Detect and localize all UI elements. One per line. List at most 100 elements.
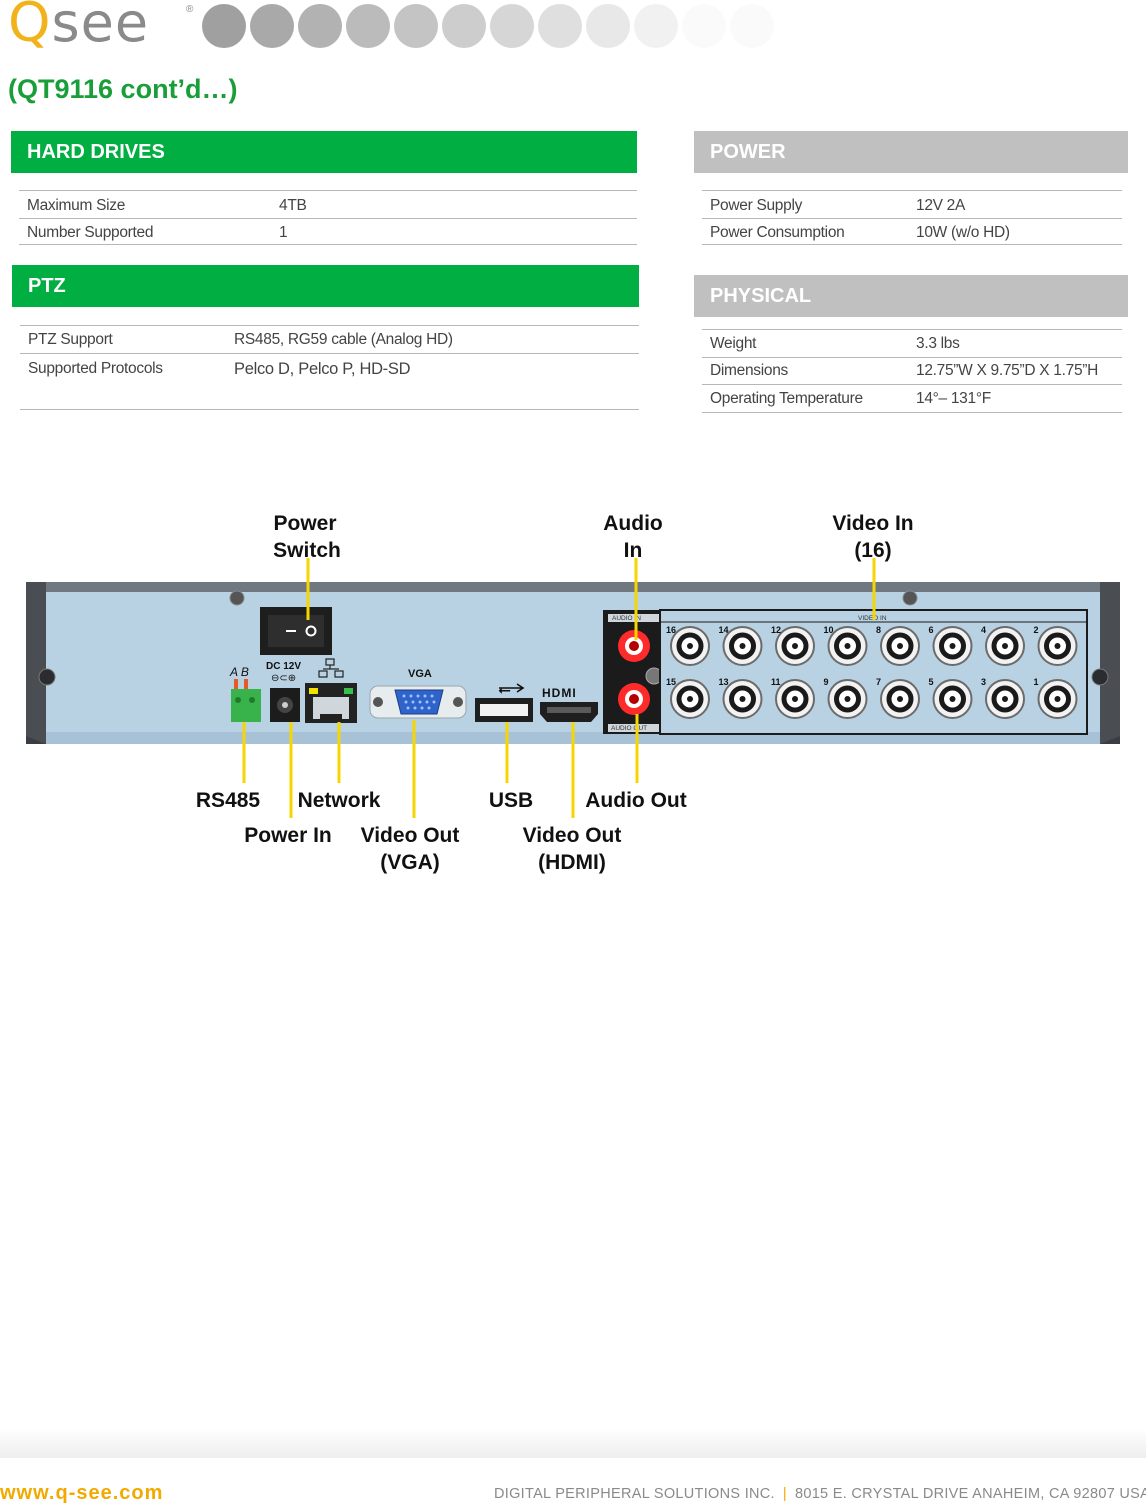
bnc-pin [897,696,903,702]
usb-port: ⭠ [475,682,533,722]
logo-q: Q [8,0,52,54]
logo-dot [634,4,678,48]
bnc-pin [1002,696,1008,702]
footer-address: DIGITAL PERIPHERAL SOLUTIONS INC.|8015 E… [494,1486,1146,1502]
bnc-pin [949,643,956,649]
hard-drives-header: HARD DRIVES [11,131,637,173]
brand-logo: Qsee [8,0,149,50]
physical-header: PHYSICAL [694,275,1128,317]
network-port [305,658,357,723]
panel-label-audio-in: AUDIO IN [612,615,641,622]
logo-dot [490,4,534,48]
callout-network: Network [298,789,381,812]
panel-label-hdmi: HDMI [542,686,577,700]
divider [19,190,637,191]
panel-label-ab: A B [229,665,249,679]
bnc-port-number: 8 [876,625,881,635]
spec-value: 3.3 lbs [916,335,960,352]
panel-label-vga: VGA [408,668,432,680]
divider [19,244,637,245]
spec-value: 1 [279,224,288,241]
spec-label: PTZ Support [28,331,113,348]
ptz-title: PTZ [28,275,66,297]
bnc-pin [739,643,746,649]
logo-dot [394,4,438,48]
callout-video-out-hdmi-2: (HDMI) [538,851,606,874]
callout-rs485: RS485 [196,789,261,812]
bnc-pin [949,696,956,702]
spec-label: Operating Temperature [710,390,863,407]
bnc-pin [792,643,798,649]
divider [702,218,1122,219]
logo-dot-pattern [202,4,774,48]
footer-company: DIGITAL PERIPHERAL SOLUTIONS INC. [494,1486,775,1502]
bnc-port-number: 9 [824,677,829,687]
spec-label: Dimensions [710,362,788,379]
bnc-port-number: 10 [824,625,834,635]
svg-text:⊖⊂⊕: ⊖⊂⊕ [271,673,296,684]
footer-website-link[interactable]: www.q-see.com [0,1482,164,1504]
rs485-terminal: A B [229,665,261,722]
divider [20,409,639,410]
bnc-port-number: 3 [981,677,986,687]
bnc-port-number: 5 [929,677,934,687]
spec-value: 12.75”W X 9.75”D X 1.75”H [916,362,1099,379]
logo-dot [442,4,486,48]
spec-value: Pelco D, Pelco P, HD-SD [234,360,411,378]
physical-title: PHYSICAL [710,285,812,307]
spec-value: RS485, RG59 cable (Analog HD) [234,331,453,348]
bnc-pin [1054,643,1061,649]
logo-dot [298,4,342,48]
spec-label: Weight [710,335,757,352]
logo-text: see [51,0,150,54]
rear-panel-diagram: A B DC 12V ⊖⊂⊕ VGA [26,512,1120,874]
bnc-port-number: 6 [929,625,934,635]
bnc-port-number: 4 [981,625,986,635]
bnc-port-number: 12 [771,625,781,635]
logo-dot [682,4,726,48]
divider [702,244,1122,245]
callout-video-out-vga-1: Video Out [361,824,460,847]
spec-label: Number Supported [27,224,154,241]
callout-power-switch-1: Power [273,512,336,535]
audio-ports: AUDIO IN AUDIO OUT [603,610,663,734]
callout-video-in-2: (16) [854,539,891,562]
callout-lines [242,558,876,818]
bnc-port-number: 2 [1034,625,1039,635]
callout-usb: USB [489,789,533,812]
spec-value: 4TB [279,197,307,214]
divider [19,218,637,219]
bnc-pin [1002,643,1008,649]
logo-dot [538,4,582,48]
bnc-pin [1054,696,1061,702]
power-in-port: DC 12V ⊖⊂⊕ [266,661,301,722]
spec-label: Power Consumption [710,224,845,241]
bnc-port-number: 1 [1034,677,1039,687]
bnc-pin [687,643,693,649]
bnc-pin [792,696,798,702]
spec-label: Supported Protocols [28,360,163,377]
bnc-pin [844,696,851,702]
logo-dot [202,4,246,48]
divider [702,190,1122,191]
callout-video-in-1: Video In [832,512,913,535]
divider [702,329,1122,330]
callout-video-out-vga-2: (VGA) [380,851,440,874]
callout-power-in: Power In [244,824,332,847]
callout-audio-out: Audio Out [585,789,686,812]
divider [702,384,1122,385]
registered-mark: ® [186,4,194,15]
page-subtitle: (QT9116 cont’d…) [8,74,238,104]
panel-label-audio-out: AUDIO OUT [611,725,647,732]
callout-video-out-hdmi-1: Video Out [523,824,622,847]
ptz-header: PTZ [12,265,639,307]
hard-drives-title: HARD DRIVES [27,141,165,163]
bnc-pin [844,643,851,649]
vga-port: VGA [369,668,467,719]
divider [20,353,639,354]
callout-audio-in-1: Audio [603,512,662,535]
footer-separator: | [782,1486,787,1502]
footer-shade [0,1428,1146,1458]
svg-text:⭠: ⭠ [498,682,511,699]
spec-value: 12V 2A [916,197,966,214]
